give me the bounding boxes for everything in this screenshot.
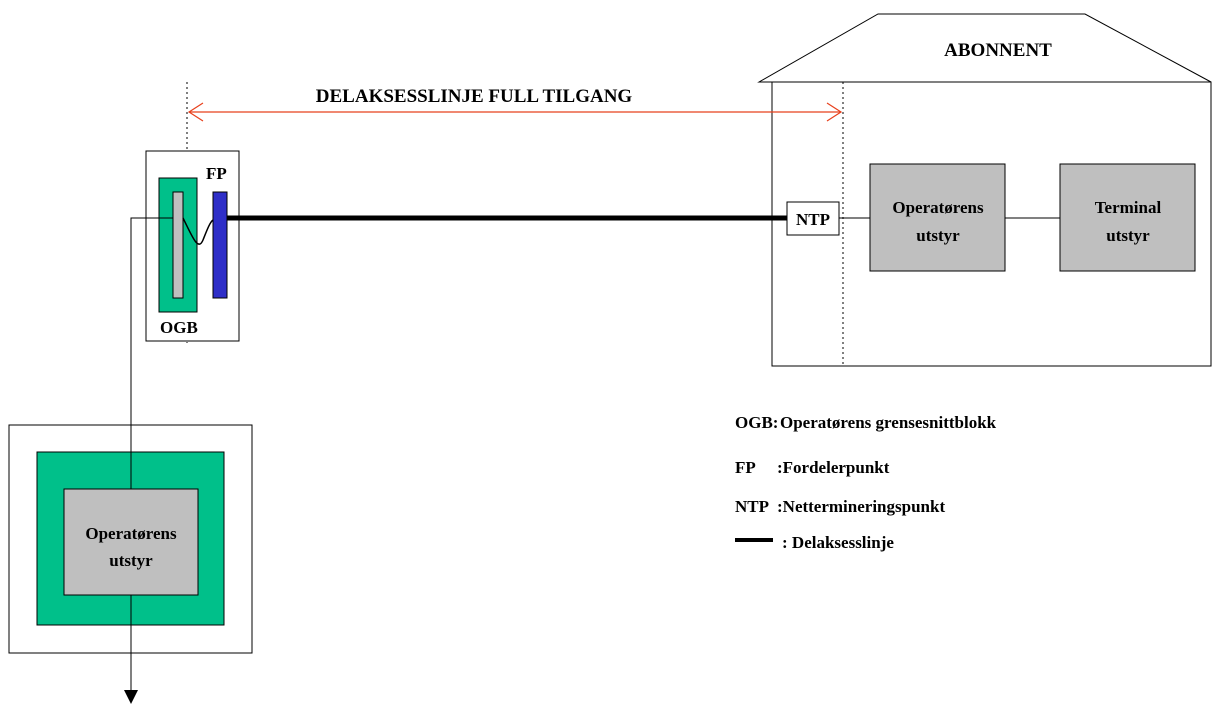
ntp-label: NTP xyxy=(796,210,830,229)
fp-block xyxy=(212,191,228,299)
legend-ntp-key: NTP xyxy=(735,497,769,516)
legend-fp-desc: :Fordelerpunkt xyxy=(777,458,890,477)
subscriber-label: ABONNENT xyxy=(944,40,1052,61)
exchange-operator-line2: utstyr xyxy=(109,551,153,570)
legend-ntp-desc: :Nettermineringspunkt xyxy=(777,497,945,516)
legend-ogb-key: OGB: xyxy=(735,413,778,432)
legend-fp-key: FP xyxy=(735,458,756,477)
legend-ogb-desc: Operatørens grensesnittblokk xyxy=(780,413,997,432)
access-span-arrow xyxy=(187,102,843,122)
ogb-to-exchange-wire xyxy=(130,217,173,489)
home-operator-line1: Operatørens xyxy=(892,198,984,217)
ogb-box: FP OGB xyxy=(145,150,240,342)
jumper-wire xyxy=(182,217,214,245)
terminal-line1: Terminal xyxy=(1095,198,1162,217)
home-operator-line2: utstyr xyxy=(916,226,960,245)
access-span-label: DELAKSESSLINJE FULL TILGANG xyxy=(316,86,633,107)
down-arrow-head xyxy=(124,690,138,704)
exchange-equipment: Operatørens utstyr xyxy=(8,424,253,654)
ogb-connector-strip xyxy=(172,191,184,299)
home-operator-equipment: Operatørens utstyr xyxy=(869,163,1006,272)
ogb-label: OGB xyxy=(160,318,198,337)
exchange-operator-line1: Operatørens xyxy=(85,524,177,543)
legend: OGB: Operatørens grensesnittblokk FP :Fo… xyxy=(735,413,997,552)
ntp-box: NTP xyxy=(786,201,840,236)
legend-line-desc: : Delaksesslinje xyxy=(782,533,894,552)
terminal-equipment: Terminal utstyr xyxy=(1059,163,1196,272)
fp-label: FP xyxy=(206,164,227,183)
exchange-operator-equipment xyxy=(63,488,199,596)
terminal-line2: utstyr xyxy=(1106,226,1150,245)
